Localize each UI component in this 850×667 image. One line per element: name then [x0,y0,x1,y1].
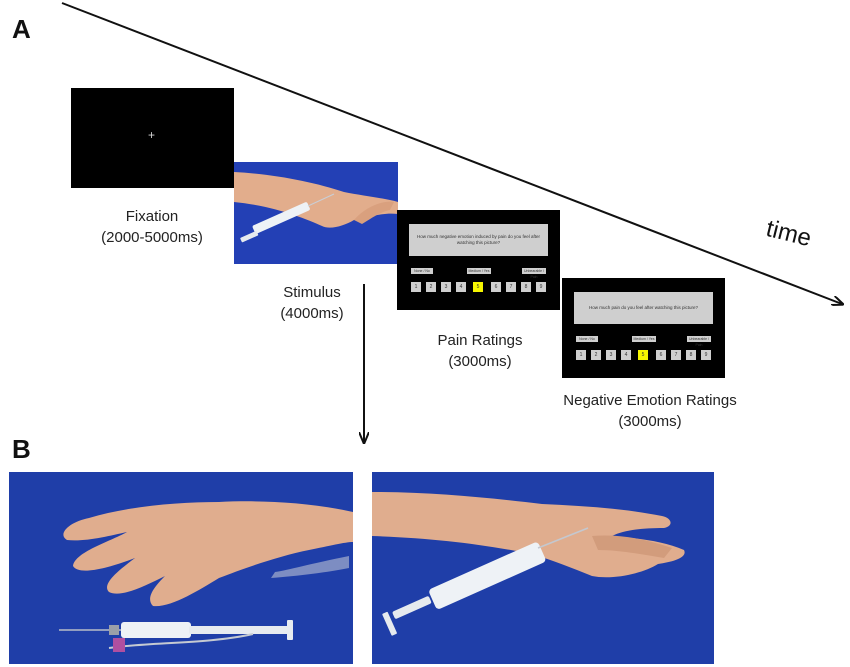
hand-back-with-syringe-image [9,472,353,664]
pain-scale-3: 3 [441,282,451,292]
stimulus-caption: Stimulus (4000ms) [272,282,352,324]
stimulus-image [234,162,398,264]
pain-scale-2: 2 [426,282,436,292]
emotion-anchor-low: None / No [576,336,598,342]
pain-scale-1: 1 [411,282,421,292]
emotion-scale-6: 6 [656,350,666,360]
fixation-duration: (2000-5000ms) [101,229,203,246]
painful-stimulus-photo-right [372,472,714,664]
pain-scale-5-selected: 5 [473,282,483,292]
negative-emotion-ratings-screen: How much pain do you feel after watching… [562,278,725,378]
emotion-scale-5-selected: 5 [638,350,648,360]
pain-scale-7: 7 [506,282,516,292]
pain-anchor-low: None / No [411,268,433,274]
pain-scale-6: 6 [491,282,501,292]
fixation-cross: + [148,128,156,142]
panel-b-label: B [12,434,31,464]
negative-emotion-ratings-caption: Negative Emotion Ratings (3000ms) [550,390,750,432]
emotion-scale-9: 9 [701,350,711,360]
negative-emotion-ratings-name: Negative Emotion Ratings [563,392,737,409]
time-arrow-line [61,2,842,304]
stimulus-name: Stimulus [283,284,341,301]
pain-anchor-mid: Medium / Yes [467,268,491,274]
painful-stimulus-photo-left [9,472,353,664]
panel-a-label: A [12,14,31,44]
wrist-with-syringe-image [372,472,714,664]
emotion-scale-4: 4 [621,350,631,360]
emotion-scale-8: 8 [686,350,696,360]
emotion-scale-3: 3 [606,350,616,360]
emotion-scale-2: 2 [591,350,601,360]
fixation-name: Fixation [125,208,179,225]
pain-question-box: How much negative emotion induced by pai… [409,224,548,256]
pain-ratings-duration: (3000ms) [448,353,512,370]
negative-emotion-ratings-duration: (3000ms) [618,413,682,430]
pain-scale-4: 4 [456,282,466,292]
stimulus-photo [234,162,398,264]
pain-anchor-high: Unbearable / Pain [522,268,546,279]
pain-ratings-caption: Pain Ratings (3000ms) [420,330,540,372]
fixation-screen: + [71,88,234,188]
pain-scale-8: 8 [521,282,531,292]
pain-ratings-name: Pain Ratings [437,332,523,349]
pain-scale-9: 9 [536,282,546,292]
pain-ratings-screen: How much negative emotion induced by pai… [397,210,560,310]
fixation-caption: Fixation (2000-5000ms) [72,206,232,248]
emotion-scale-1: 1 [576,350,586,360]
emotion-anchor-high: Unbearable / Pain [687,336,711,347]
emotion-scale-7: 7 [671,350,681,360]
emotion-question-box: How much pain do you feel after watching… [574,292,713,324]
stimulus-duration: (4000ms) [280,305,344,322]
emotion-anchor-mid: Medium / Yes [632,336,656,342]
